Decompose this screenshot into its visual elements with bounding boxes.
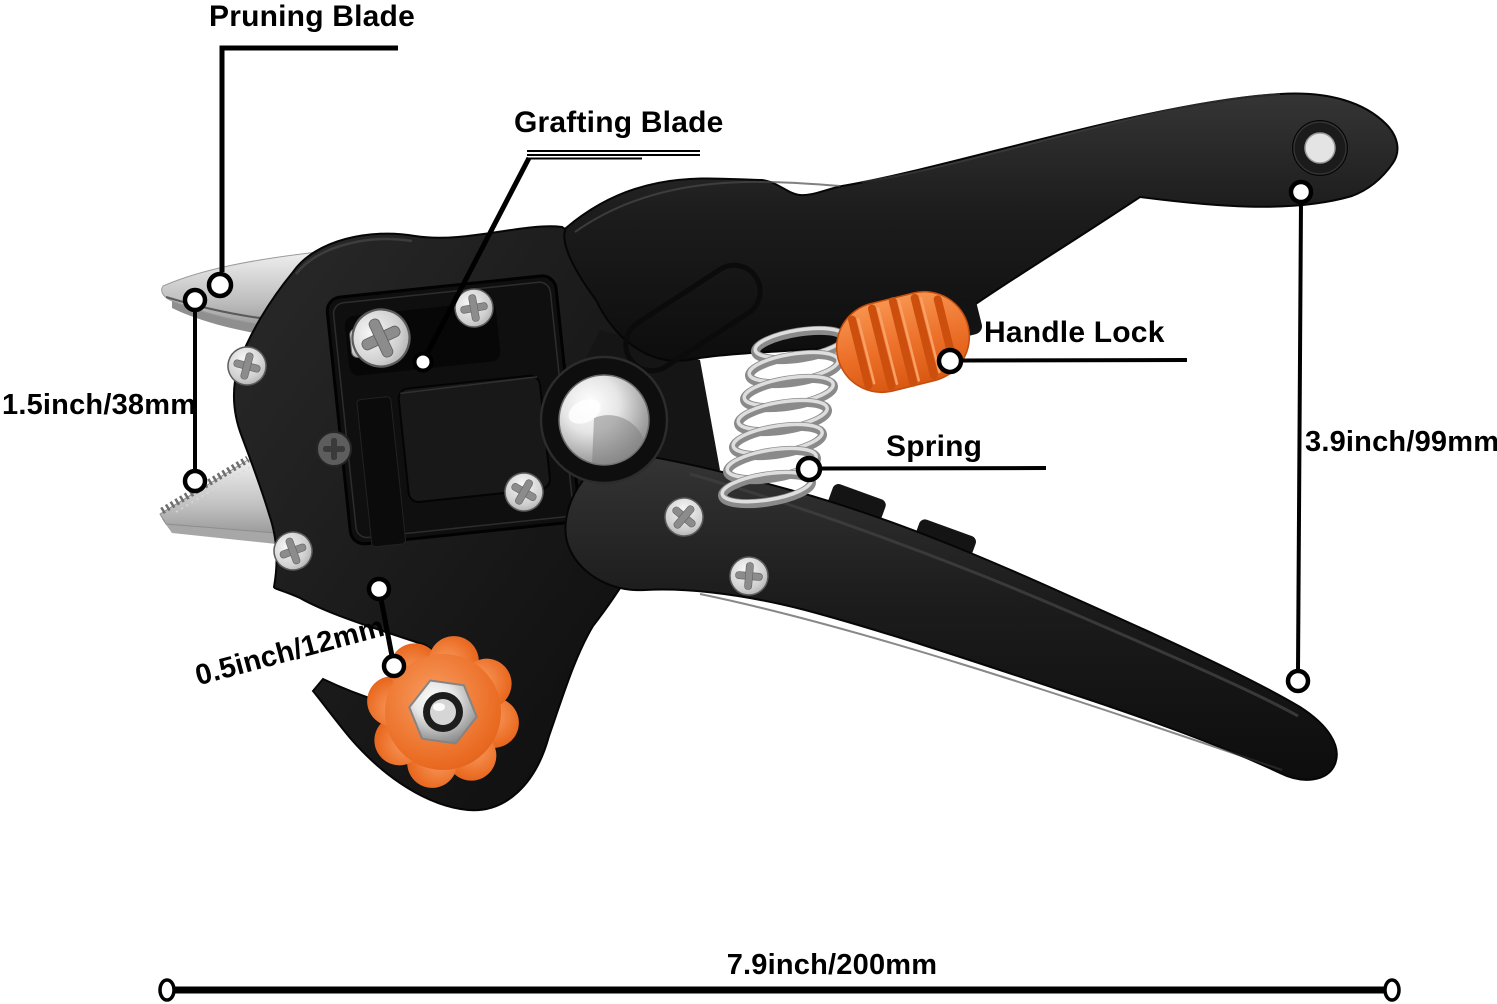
handle-lock-callout — [936, 347, 1188, 375]
tool-head — [222, 225, 671, 812]
overall-length-measurement: 7.9inch/200mm — [726, 949, 938, 981]
spring-label: Spring — [886, 430, 983, 463]
pruning-blade-callout — [206, 45, 398, 299]
measurement-blade-length — [182, 287, 208, 494]
spring-callout — [795, 455, 1047, 483]
measurement-overall-length — [158, 978, 1401, 1002]
handle-recess — [623, 262, 763, 374]
measurement-handle-opening — [1285, 179, 1314, 694]
spring-coil — [718, 325, 849, 509]
handle-lock-label: Handle Lock — [984, 316, 1165, 349]
grafting-blade-callout — [412, 150, 700, 373]
handle-opening-measurement: 3.9inch/99mm — [1305, 426, 1497, 458]
blade-length-measurement: 1.5inch/38mm — [2, 389, 197, 421]
pivot-bolt — [539, 355, 669, 485]
handle-lock-button — [835, 290, 983, 394]
grafting-blade-label: Grafting Blade — [514, 106, 724, 139]
lower-handle — [564, 450, 1338, 781]
lanyard-hole — [1292, 120, 1348, 176]
thumb-knob — [367, 636, 519, 788]
screw-shadowed — [316, 431, 352, 467]
measurement-blade-width — [366, 576, 407, 679]
pruning-blade-label: Pruning Blade — [209, 0, 415, 33]
